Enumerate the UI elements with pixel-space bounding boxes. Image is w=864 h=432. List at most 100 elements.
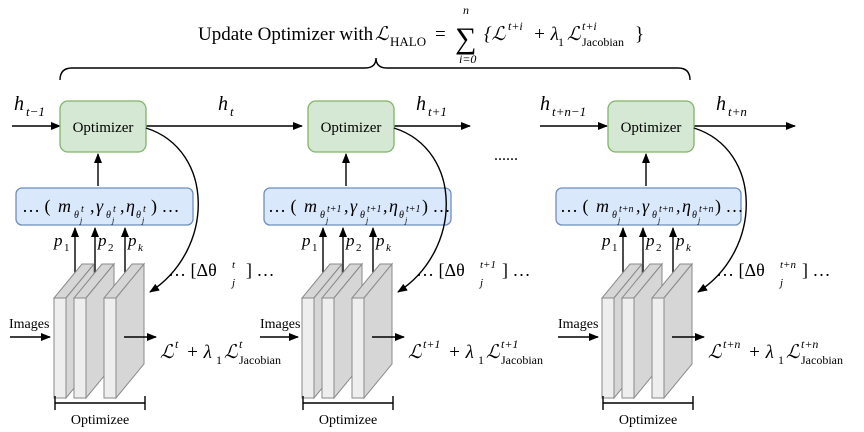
step-block: Optimizer … ( m θ j t+1 , γ θ j t+1 , η … (260, 100, 543, 428)
pk-sub: k (686, 242, 692, 254)
h-out-last: h (716, 93, 726, 115)
h-in-first-sub: t−1 (26, 104, 45, 119)
theta-sub-m: j (79, 216, 83, 225)
parameters-text: … ( m θ j t , γ θ j t , η θ j t ) … (22, 196, 180, 225)
p1-sub: 1 (312, 242, 318, 254)
loss-label: ℒ t+n + λ 1 ℒ t+n Jacobian (708, 337, 843, 367)
equals-sign: = (435, 24, 446, 45)
e-sup: t+n (699, 204, 714, 215)
loss-close: } (635, 24, 644, 45)
m-sup: t+n (619, 204, 634, 215)
sum-lower: i=0 (459, 52, 476, 66)
svg-text:] …: ] … (246, 260, 275, 280)
svg-text:θ: θ (612, 210, 617, 221)
sum-sign: ∑ (455, 22, 476, 55)
images-label: Images (260, 317, 300, 332)
images-label: Images (558, 317, 598, 332)
svg-text:j: j (478, 277, 483, 289)
loss-halo-symbol: ℒ (375, 24, 390, 45)
svg-text:θ: θ (360, 210, 365, 221)
theta-sub-g: j (111, 216, 115, 225)
theta-sub-m: j (617, 216, 621, 225)
parameters-box (15, 187, 194, 226)
svg-text:,: , (90, 196, 95, 216)
svg-text:… (: … ( (22, 196, 51, 217)
svg-text:,: , (344, 196, 349, 216)
svg-text:] …: ] … (802, 260, 831, 280)
optimizee-label: Optimizee (71, 413, 129, 428)
svg-text:t+n: t+n (801, 337, 818, 351)
optimizer-box (607, 100, 695, 153)
svg-text:… [Δθ: … [Δθ (416, 260, 465, 280)
delta-label: … [Δθ t+1 j ] … (416, 259, 531, 289)
svg-text:θ: θ (106, 210, 111, 221)
svg-text:… (: … ( (268, 196, 297, 217)
optimizee-label: Optimizee (619, 413, 677, 428)
pk-label: p (127, 231, 137, 250)
loss-label: ℒ t + λ 1 ℒ t Jacobian (160, 337, 281, 367)
h-mid2: h (416, 93, 426, 115)
hidden-state-flow: h t−1 h t h t+1 h t+n−1 h t+n ...... (12, 93, 796, 164)
parameters-box (263, 187, 452, 226)
h-mid1: h (218, 93, 228, 115)
ellipsis-between: ...... (494, 147, 518, 164)
h-mid1-sub: t (230, 104, 234, 119)
svg-text:… [Δθ: … [Δθ (168, 260, 217, 280)
e-sup: t+1 (406, 204, 421, 215)
optimizee-bracket (54, 396, 146, 410)
network-layers (300, 262, 394, 400)
svg-text:1: 1 (478, 353, 484, 367)
top-label: Update Optimizer with ℒ HALO = ∑ n i=0 {… (198, 3, 644, 66)
network-layers (600, 262, 694, 400)
e-sup: t (143, 204, 146, 215)
theta-sub-e: j (404, 216, 408, 225)
svg-text:θ: θ (692, 210, 697, 221)
svg-text:,: , (636, 196, 641, 216)
svg-text:ℒ: ℒ (224, 342, 239, 363)
svg-text:θ: θ (74, 210, 79, 221)
loss-open: {ℒ (484, 24, 507, 45)
p1-label: p (301, 231, 311, 250)
p2-label: p (97, 231, 107, 250)
p2-sub: 2 (108, 242, 114, 254)
pk-sub: k (386, 242, 392, 254)
svg-text:… [Δθ: … [Δθ (716, 260, 765, 280)
svg-text:γ: γ (96, 196, 104, 216)
g-sup: t (113, 204, 116, 215)
p2-label: p (645, 231, 655, 250)
svg-text:θ: θ (136, 210, 141, 221)
loss-sup: t+i (508, 19, 523, 33)
top-brace (59, 57, 691, 81)
pk-sub: k (138, 242, 144, 254)
delta-feedback-arrow (693, 127, 747, 293)
step-block: Optimizer … ( m θ j t+n , γ θ j t+n , η … (555, 100, 843, 428)
m-sup: t+1 (327, 204, 342, 215)
p1-sub: 1 (612, 242, 618, 254)
p2-sub: 2 (356, 242, 362, 254)
svg-text:θ: θ (399, 210, 404, 221)
network-layers (52, 262, 146, 400)
pk-label: p (675, 231, 685, 250)
p2-sub: 2 (656, 242, 662, 254)
svg-text:η: η (389, 196, 398, 216)
svg-text:m: m (58, 196, 71, 216)
svg-text:ℒ: ℒ (408, 342, 423, 363)
delta-label: … [Δθ t+n j ] … (716, 259, 831, 289)
theta-sub-g: j (657, 216, 661, 225)
svg-text:+ λ: + λ (448, 342, 474, 363)
g-sup: t+n (659, 204, 674, 215)
svg-text:1: 1 (216, 353, 222, 367)
h-in-last-sub: t+n−1 (552, 104, 586, 119)
sum-upper: n (463, 3, 469, 17)
svg-text:,: , (676, 196, 681, 216)
images-label: Images (9, 317, 49, 332)
parameters-box (555, 187, 742, 226)
svg-text:η: η (126, 196, 135, 216)
svg-text:,: , (120, 196, 125, 216)
svg-text:γ: γ (642, 196, 650, 216)
p1-label: p (601, 231, 611, 250)
h-in-last: h (540, 93, 550, 115)
svg-text:) …: ) … (422, 196, 451, 217)
svg-text:m: m (304, 196, 317, 216)
p1-sub: 1 (64, 242, 70, 254)
